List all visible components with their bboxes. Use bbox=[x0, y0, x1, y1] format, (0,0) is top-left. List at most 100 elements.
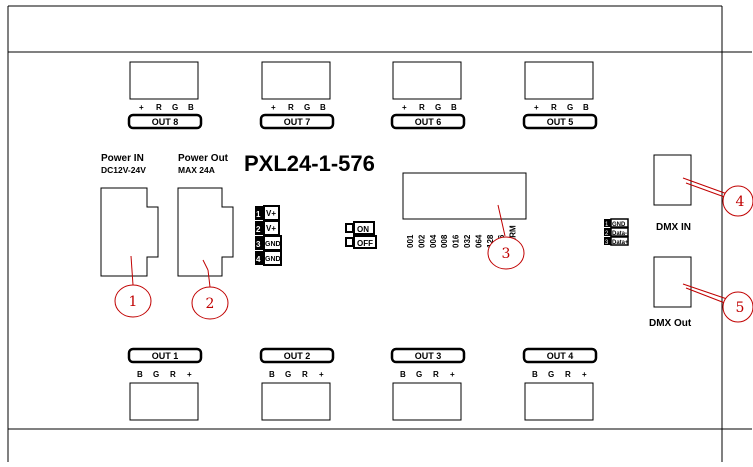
dip-switch-label: 001 bbox=[406, 234, 415, 248]
pin-number: 1 bbox=[256, 210, 261, 219]
dip-switch-label: 128 bbox=[486, 234, 495, 248]
out-7-label: OUT 7 bbox=[284, 117, 311, 127]
power-in-connector bbox=[100, 187, 159, 277]
out-4-label: OUT 4 bbox=[547, 351, 574, 361]
bottom-pin-legends: B G R + B G R + B G R + B G R + bbox=[137, 370, 587, 379]
callout-2: 2 bbox=[206, 296, 215, 312]
pin-number: 2 bbox=[256, 225, 261, 234]
power-out-label: Power Out bbox=[178, 153, 229, 164]
pin-label: G bbox=[416, 370, 422, 379]
switch-on-label: ON bbox=[357, 225, 369, 234]
out-3-label: OUT 3 bbox=[415, 351, 442, 361]
dmx-pin-legend: 1 GND 2 Data- 3 Data+ bbox=[604, 218, 629, 246]
out-5-label: OUT 5 bbox=[547, 117, 574, 127]
out-label-box bbox=[522, 347, 598, 364]
pin-label: G bbox=[548, 370, 554, 379]
callouts bbox=[114, 177, 753, 323]
pin-label: B bbox=[188, 103, 194, 112]
top-pin-legends: + R G B + R G B + R G B + R G B bbox=[139, 103, 589, 112]
pin-label: B bbox=[451, 103, 457, 112]
dip-switch-label: 008 bbox=[440, 234, 449, 248]
out-1-label: OUT 1 bbox=[152, 351, 179, 361]
pin-name: V+ bbox=[266, 209, 276, 218]
terminal-block-out7 bbox=[261, 61, 331, 100]
out-label-box bbox=[390, 113, 466, 130]
dmx-out-connector bbox=[653, 256, 692, 308]
pin-label: R bbox=[565, 370, 571, 379]
callout-5: 5 bbox=[736, 300, 745, 316]
terminal-block-out1 bbox=[129, 382, 199, 421]
model-title: PXL24-1-576 bbox=[244, 151, 375, 176]
pin-label: B bbox=[269, 370, 275, 379]
pin-label: + bbox=[534, 103, 539, 112]
terminal-block-out3 bbox=[392, 382, 462, 421]
top-output-labels: OUT 8 OUT 7 OUT 6 OUT 5 bbox=[127, 113, 598, 130]
pin-name: Data- bbox=[612, 231, 627, 237]
out-label-box bbox=[259, 347, 335, 364]
pin-label: R bbox=[302, 370, 308, 379]
power-out-connector bbox=[177, 187, 234, 277]
pin-label: + bbox=[402, 103, 407, 112]
dip-switch-label: TERM bbox=[509, 225, 518, 248]
pin-label: + bbox=[139, 103, 144, 112]
dip-switch-label: 032 bbox=[463, 234, 472, 248]
terminal-block-out8 bbox=[129, 61, 199, 100]
callout-4-circle bbox=[722, 185, 753, 217]
power-in-voltage: DC12V-24V bbox=[101, 165, 146, 175]
pin-label: R bbox=[433, 370, 439, 379]
pin-label: B bbox=[137, 370, 143, 379]
terminal-block-out2 bbox=[261, 382, 331, 421]
callout-1: 1 bbox=[129, 294, 138, 310]
pin-label: G bbox=[304, 103, 310, 112]
terminal-block-out4 bbox=[524, 382, 594, 421]
pin-label: B bbox=[320, 103, 326, 112]
pin-number: 3 bbox=[256, 240, 261, 249]
pin-label: + bbox=[271, 103, 276, 112]
dip-switch-label: 002 bbox=[417, 234, 426, 248]
pin-label: R bbox=[170, 370, 176, 379]
callout-1-circle bbox=[114, 284, 152, 318]
pin-name: V+ bbox=[266, 224, 276, 233]
power-in-label: Power IN bbox=[101, 153, 144, 164]
pin-label: R bbox=[288, 103, 294, 112]
callout-numbers: 1 2 3 4 5 bbox=[129, 194, 745, 316]
dip-switch-label: 016 bbox=[452, 234, 461, 248]
out-label-box bbox=[259, 113, 335, 130]
out-label-box bbox=[390, 347, 466, 364]
pin-label: G bbox=[435, 103, 441, 112]
pin-label: R bbox=[551, 103, 557, 112]
out-8-label: OUT 8 bbox=[152, 117, 179, 127]
pin-number: 4 bbox=[256, 255, 261, 264]
callout-5-circle bbox=[722, 291, 753, 323]
power-labels: Power IN DC12V-24V Power Out MAX 24A bbox=[101, 153, 229, 175]
out-label-box bbox=[127, 347, 203, 364]
terminal-block-out5 bbox=[524, 61, 594, 100]
callout-2-circle bbox=[191, 286, 229, 320]
pin-label: + bbox=[187, 370, 192, 379]
out-2-label: OUT 2 bbox=[284, 351, 311, 361]
bottom-output-labels: OUT 1 OUT 2 OUT 3 OUT 4 bbox=[127, 347, 598, 364]
enclosure bbox=[7, 5, 752, 462]
pin-name: Data+ bbox=[612, 240, 629, 246]
switch-legend: ON OFF bbox=[345, 221, 377, 249]
dip-switch-label: 064 bbox=[474, 234, 483, 248]
callout-3: 3 bbox=[502, 246, 511, 262]
out-6-label: OUT 6 bbox=[415, 117, 442, 127]
bottom-output-blocks bbox=[129, 382, 594, 421]
top-output-blocks bbox=[129, 61, 594, 100]
dip-switch-label: 004 bbox=[429, 234, 438, 248]
pin-number: 1 bbox=[605, 222, 609, 228]
pin-label: G bbox=[285, 370, 291, 379]
pin-label: G bbox=[567, 103, 573, 112]
terminal-block-out6 bbox=[392, 61, 462, 100]
pin-label: G bbox=[172, 103, 178, 112]
pin-name: GND bbox=[265, 241, 281, 248]
power-pin-legend: 1 V+ 2 V+ 3 GND 4 GND bbox=[255, 205, 282, 266]
power-out-current: MAX 24A bbox=[178, 165, 215, 175]
dmx-out-label: DMX Out bbox=[649, 318, 692, 329]
pin-label: R bbox=[156, 103, 162, 112]
dmx-in-label: DMX IN bbox=[656, 222, 691, 233]
pin-label: B bbox=[400, 370, 406, 379]
dip-switch-block bbox=[402, 172, 527, 220]
